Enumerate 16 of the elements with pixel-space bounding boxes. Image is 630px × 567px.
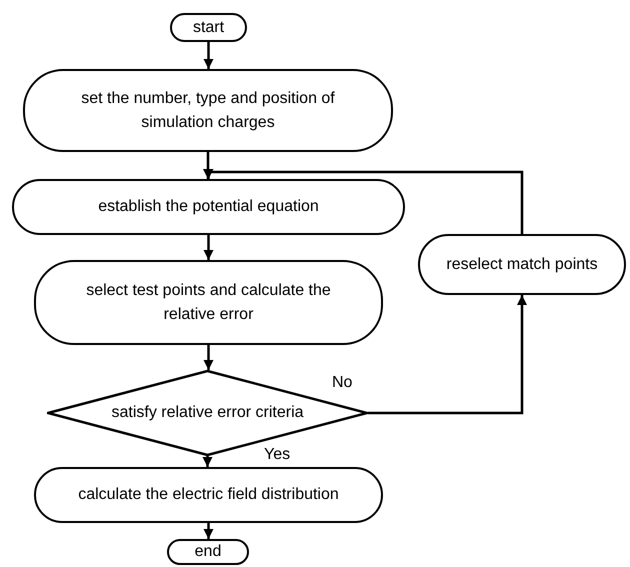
- node-text: end: [194, 542, 222, 562]
- node-text: select test points and calculate the relative error: [85, 280, 332, 324]
- node-text: calculate the electric field distribution: [78, 485, 339, 505]
- terminal-box: [170, 13, 247, 42]
- arrow: [204, 523, 214, 539]
- arrow: [368, 295, 527, 414]
- node-text: establish the potential equation: [98, 197, 319, 217]
- arrow: [204, 235, 214, 260]
- terminal-box: [167, 539, 249, 565]
- node-text: set the number, type and position of simulation charges: [80, 88, 336, 132]
- node-text: start: [192, 18, 224, 38]
- node-text: reselect match points: [446, 254, 598, 274]
- arrow: [202, 456, 212, 467]
- arrow: [204, 345, 214, 370]
- arrow: [204, 42, 214, 69]
- node-text: satisfy relative error criteria: [111, 403, 304, 423]
